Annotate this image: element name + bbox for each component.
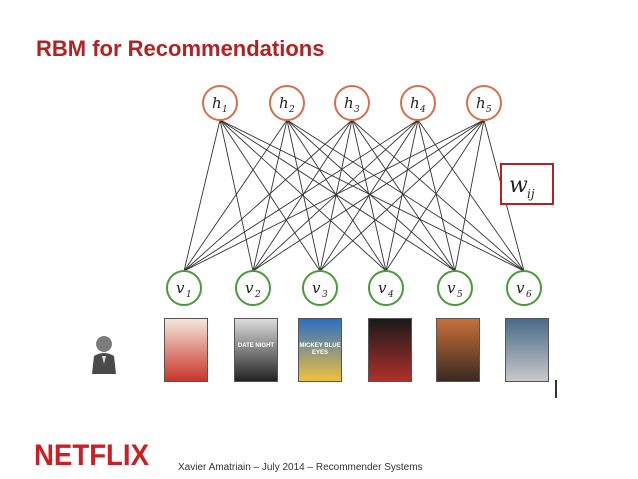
edge [219,119,525,272]
visible-node-label: v [516,279,525,297]
visible-node-subscript: 2 [254,290,261,300]
edge [454,119,485,272]
edge [385,119,485,272]
edge [417,119,525,272]
hidden-node-5 [466,85,502,121]
edge [351,119,525,272]
edge [183,119,221,272]
visible-node-label: v [447,279,456,297]
user-avatar [90,334,118,374]
hidden-node-3 [334,85,370,121]
edge [252,119,485,272]
visible-node-label: v [378,279,387,297]
visible-node-subscript: 4 [387,290,394,300]
netflix-logo: NETFLIX [34,439,149,472]
weight-label-ij: ij [527,187,535,201]
visible-node-label: v [245,279,254,297]
edge [219,119,456,272]
poster-title: MICKEY BLUE EYES [299,343,341,356]
slide-title: RBM for Recommendations [36,36,325,61]
edge [351,119,456,272]
hidden-node-subscript: 3 [354,105,360,115]
hidden-node-subscript: 4 [419,105,426,115]
visible-node-subscript: 6 [526,290,532,300]
poster-title: DATE NIGHT [237,343,275,349]
hidden-node-2 [269,85,305,121]
edge [183,119,353,272]
edge [183,119,419,272]
poster-2: DATE NIGHT [234,318,278,382]
divider-line [555,380,557,398]
poster-3: MICKEY BLUE EYES [298,318,342,382]
poster-4 [368,318,412,382]
hidden-node-label: h [279,94,289,112]
edge [286,119,456,272]
visible-node-subscript: 5 [457,290,463,300]
poster-6 [505,318,549,382]
edge [286,119,525,272]
poster-1 [164,318,208,382]
visible-node-label: v [312,279,321,297]
edge [319,119,485,272]
visible-node-2 [235,270,271,306]
edge [417,119,456,272]
hidden-node-label: h [476,94,486,112]
edge [183,119,288,272]
visible-node-subscript: 3 [322,290,328,300]
edge [286,119,321,272]
connection-edges [183,119,525,272]
hidden-node-subscript: 5 [486,105,492,115]
visible-node-subscript: 1 [186,290,192,300]
edge [252,119,353,272]
visible-node-1 [166,270,202,306]
visible-node-6 [506,270,542,306]
footer-text: Xavier Amatriain – July 2014 – Recommend… [178,462,423,473]
hidden-node-subscript: 2 [288,105,295,115]
edge [183,119,485,272]
edge [286,119,387,272]
edge [252,119,419,272]
hidden-node-4 [400,85,436,121]
visible-node-5 [437,270,473,306]
poster-5 [436,318,480,382]
weight-label-box: w ij [500,163,554,205]
hidden-node-label: h [344,94,354,112]
weight-label-w: w [509,173,528,198]
visible-node-3 [302,270,338,306]
edge [219,119,254,272]
hidden-node-label: h [410,94,420,112]
visible-node-label: v [176,279,185,297]
hidden-node-1 [202,85,238,121]
hidden-node-subscript: 1 [222,105,228,115]
visible-node-4 [368,270,404,306]
edge [252,119,288,272]
hidden-node-label: h [212,94,222,112]
